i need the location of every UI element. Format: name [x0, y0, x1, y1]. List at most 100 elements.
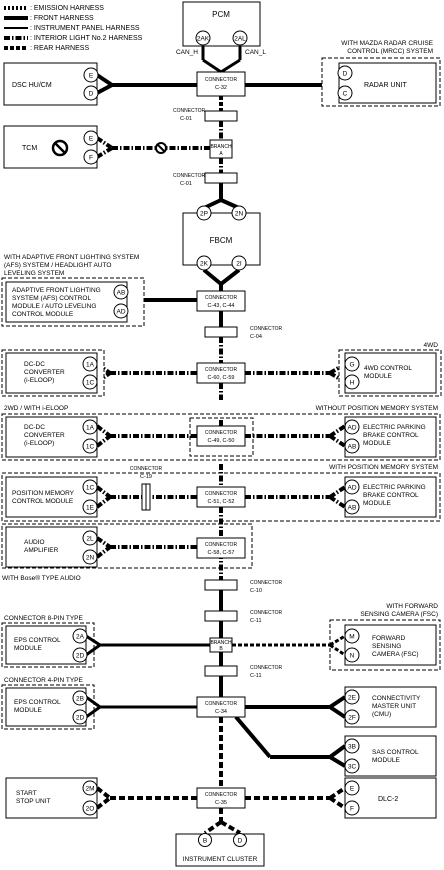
dcdc1-label-3: (i-ELOOP): [24, 377, 54, 384]
c51-line1: CONNECTOR: [205, 491, 238, 497]
cmu-pin-top: 2E: [348, 695, 357, 702]
tcm-pin-bottom: F: [89, 155, 93, 162]
cmu-label-3: (CMU): [372, 711, 391, 718]
eps2-pin-top: 2B: [76, 696, 84, 703]
dcdc1-pin-top: 1A: [86, 362, 95, 369]
connector-c43: CONNECTOR C-43, C-44: [196, 290, 246, 312]
dlc-pin-top: E: [350, 786, 355, 793]
radar-condition-2: CONTROL (MRCC) SYSTEM: [347, 48, 433, 55]
connector-c11-lower: CONNECTOR C-11: [204, 665, 283, 679]
radar-condition-1: WITH MAZDA RADAR CRUISE: [341, 40, 433, 47]
startstop-pin-bottom: 2O: [86, 806, 95, 813]
c19-line1: CONNECTOR: [130, 466, 163, 472]
sas-label-2: MODULE: [372, 757, 400, 764]
afs-condition-2: (AFS) SYSTEM / HEADLIGHT AUTO: [4, 262, 111, 269]
radar-label: RADAR UNIT: [364, 82, 408, 89]
fsc-module: FORWARD SENSING CAMERA (FSC) M N: [329, 619, 441, 671]
radar-pin-bottom: C: [343, 91, 348, 98]
eps1-module: EPS CONTROL MODULE 2A 2D: [1, 622, 95, 668]
c10-line1: CONNECTOR: [250, 580, 283, 586]
eps1-pin-top: 2A: [76, 634, 85, 641]
fbcm-pin-br: 2I: [236, 261, 242, 268]
dcdc2-pin-bottom: 1C: [86, 444, 95, 451]
connector-c34: CONNECTOR C-34: [196, 696, 246, 718]
startstop-module: START STOP UNIT 2M 2O: [5, 777, 98, 819]
epb2-label-1: ELECTRIC PARKING: [363, 484, 426, 491]
dcdc1-pin-bottom: 1C: [86, 380, 95, 387]
branch-b: BRANCH B: [209, 637, 233, 653]
sas-pin-bottom: 3C: [348, 764, 357, 771]
pcm-pin-left: 2AK: [197, 36, 210, 43]
dcdc2-epb1-group: [1, 413, 441, 461]
radar-module: RADAR UNIT D C: [321, 57, 441, 107]
sas-pin-top: 3B: [348, 744, 356, 751]
c43-line1: CONNECTOR: [205, 295, 238, 301]
c01a-line2: C-01: [180, 116, 192, 122]
fbcm-module: 2P 2N FBCM 2K 2I: [182, 205, 261, 271]
branch-a-line2: A: [219, 151, 223, 157]
c11a-line1: CONNECTOR: [250, 610, 283, 616]
connector-c19: CONNECTOR C-19: [130, 466, 163, 511]
legend-interior: : INTERIOR LIGHT No.2 HARNESS: [30, 35, 143, 42]
c04-line1: CONNECTOR: [250, 326, 283, 332]
audio-label-1: AUDIO: [24, 539, 45, 546]
afs-pin-bottom: AD: [116, 309, 125, 316]
audio-pin-top: 2L: [86, 536, 94, 543]
afs-condition-3: LEVELING SYSTEM: [4, 270, 64, 277]
dsc-label: DSC HU/CM: [12, 82, 52, 89]
dcdc2-pin-top: 1A: [86, 425, 95, 432]
eps1-label-2: MODULE: [14, 645, 42, 652]
c01b-line2: C-01: [180, 181, 192, 187]
audio-condition: WITH Bose® TYPE AUDIO: [2, 574, 81, 582]
connector-c01-upper: CONNECTOR C-01: [173, 108, 238, 122]
posmem-epb2-group: [1, 472, 441, 522]
afs-label-4: CONTROL MODULE: [12, 311, 74, 318]
c11b-line1: CONNECTOR: [250, 665, 283, 671]
legend: : EMISSION HARNESS : FRONT HARNESS : INS…: [4, 5, 143, 52]
cluster-module: B D INSTRUMENT CLUSTER: [175, 833, 265, 867]
audio-module: AUDIO AMPLIFIER 2L 2N: [1, 523, 253, 569]
cmu-module: CONNECTIVITY MASTER UNIT (CMU) 2E 2F: [344, 686, 437, 728]
c35-line2: C-35: [215, 800, 227, 806]
cluster-pin-left: B: [203, 838, 207, 845]
fsc-label-2: SENSING: [372, 643, 401, 650]
c32-line1: CONNECTOR: [205, 77, 238, 83]
can-h-label: CAN_H: [176, 49, 198, 56]
legend-rear: : REAR HARNESS: [30, 45, 89, 52]
c49-line2: C-49, C-50: [208, 438, 235, 444]
dlc-pin-bottom: F: [350, 806, 354, 813]
c34-line2: C-34: [215, 709, 227, 715]
epb2-condition: WITH POSITION MEMORY SYSTEM: [329, 464, 438, 471]
dcdc2-label-1: DC-DC: [24, 424, 45, 431]
epb1-module: ELECTRIC PARKING BRAKE CONTROL MODULE AD…: [344, 416, 437, 458]
tcm-module: TCM E F: [3, 125, 99, 169]
audio-label-2: AMPLIFIER: [24, 547, 59, 554]
eps2-module: EPS CONTROL MODULE 2B 2D: [1, 684, 95, 730]
epb2-label-2: BRAKE CONTROL: [363, 492, 419, 499]
fbcm-pin-tr: 2N: [235, 211, 244, 218]
fsc-condition-2: SENSING CAMERA (FSC): [360, 611, 438, 618]
epb1-condition: WITHOUT POSITION MEMORY SYSTEM: [316, 405, 438, 412]
eps2-label-1: EPS CONTROL: [14, 699, 61, 706]
epb2-label-3: MODULE: [363, 500, 391, 507]
sas-label-1: SAS CONTROL: [372, 749, 419, 756]
pcm-module: PCM 2AK 2AL: [182, 1, 261, 47]
fourwd-pin-top: G: [349, 362, 354, 369]
c34-line1: CONNECTOR: [205, 701, 238, 707]
posmem-label-2: CONTROL MODULE: [12, 498, 74, 505]
posmem-pin-bottom: 1E: [86, 505, 95, 512]
eps2-condition: CONNECTOR 4-PIN TYPE: [4, 677, 84, 684]
fbcm-pin-bl: 2K: [200, 261, 209, 268]
fourwd-label-1: 4WD CONTROL: [364, 365, 412, 372]
fourwd-module: 4WD CONTROL MODULE G H: [338, 349, 442, 397]
cmu-label-1: CONNECTIVITY: [372, 695, 421, 702]
eps1-label-1: EPS CONTROL: [14, 637, 61, 644]
afs-label-1: ADAPTIVE FRONT LIGHTING: [12, 287, 101, 294]
connector-c58: CONNECTOR C-58, C-57: [196, 537, 246, 559]
c51-line2: C-51, C-52: [208, 499, 235, 505]
c58-line2: C-58, C-57: [208, 550, 235, 556]
connector-c01-lower: CONNECTOR C-01: [173, 172, 238, 187]
can-l-label: CAN_L: [245, 49, 266, 56]
tcm-label: TCM: [22, 145, 37, 152]
